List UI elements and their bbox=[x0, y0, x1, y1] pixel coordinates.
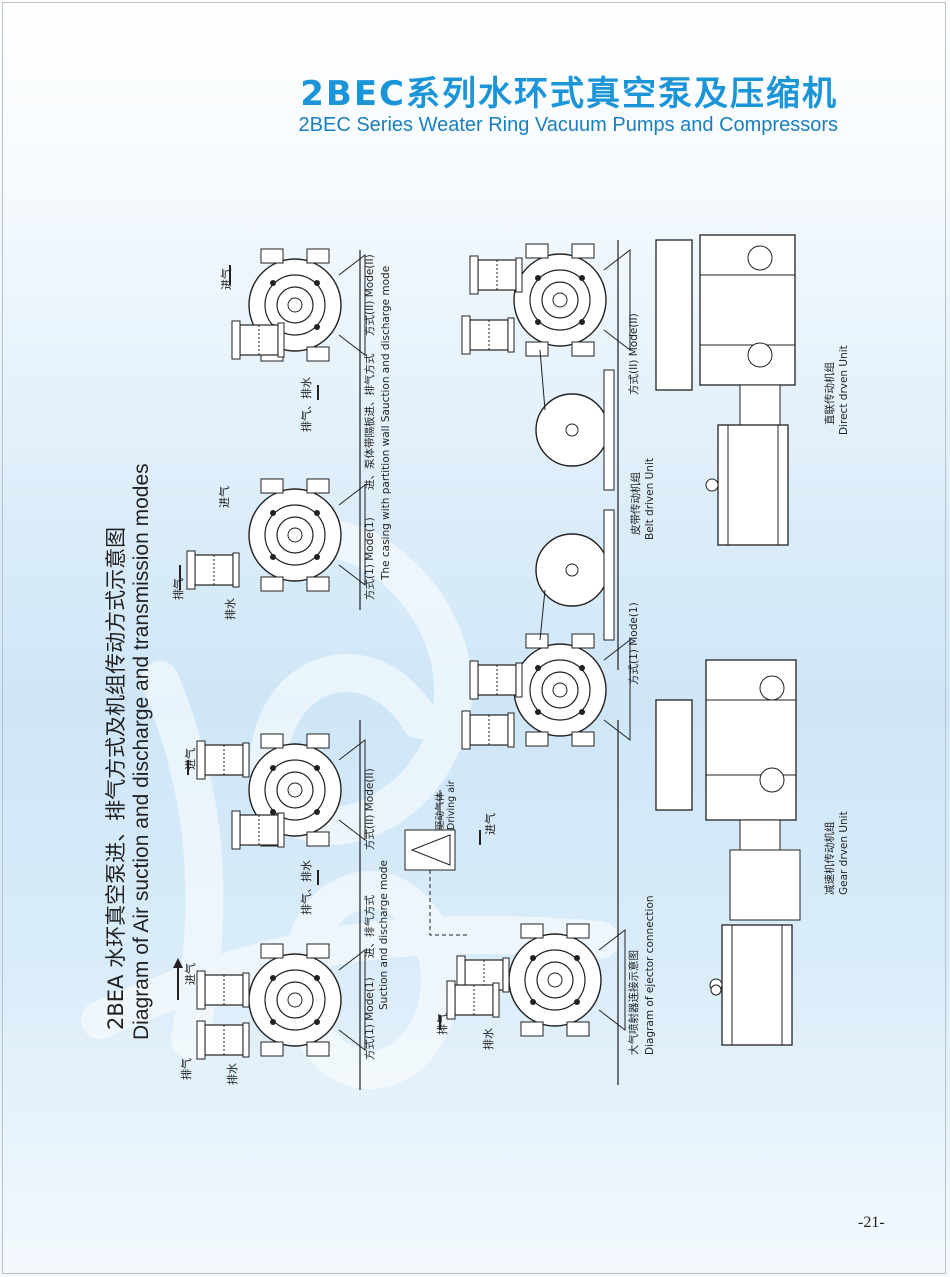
ejector-exhaust-label: 排气 bbox=[436, 1013, 449, 1035]
partition-mode2-label: 方式(II) Mode(II) bbox=[364, 254, 376, 336]
belt-mode2-label: 方式(II) Mode(II) bbox=[628, 313, 640, 395]
suction-inlet-label-2: 进气 bbox=[184, 748, 197, 770]
partition-drain-label: 排水 bbox=[224, 598, 237, 620]
partition-inlet-label-2: 进气 bbox=[220, 268, 233, 290]
ejector-inlet-label: 进气 bbox=[484, 813, 497, 835]
suction-exhaust-label: 排气 bbox=[180, 1058, 193, 1080]
direct-caption-cn: 直联传动机组 bbox=[824, 362, 836, 425]
belt-caption-en: Belt driven Unit bbox=[644, 458, 656, 540]
partition-exhaust-label: 排气 bbox=[172, 578, 185, 600]
ejector-driving-air-cn: 驱动气体 bbox=[435, 791, 446, 830]
direct-drawing bbox=[655, 234, 796, 546]
direct-caption-en: Direct drven Unit bbox=[838, 345, 850, 435]
suction-mode1-label: 方式(1) Mode(1) bbox=[364, 977, 376, 1060]
suction-mode-drawing bbox=[173, 720, 366, 1090]
ejector-driving-air-en: Driving air bbox=[446, 780, 457, 830]
page-title-en: 2BEC Series Weater Ring Vacuum Pumps and… bbox=[298, 114, 838, 136]
page-title-cn: 2BEC系列水环式真空泵及压缩机 bbox=[300, 74, 838, 114]
belt-drawing bbox=[461, 240, 631, 750]
suction-inlet-label: 进气 bbox=[184, 963, 197, 985]
partition-mode1-label: 方式(1) Mode(1) bbox=[364, 517, 376, 600]
belt-mode1-label: 方式(1) Mode(1) bbox=[628, 602, 640, 685]
belt-caption-cn: 皮带传动机组 bbox=[630, 472, 642, 535]
ejector-caption-en: Diagram of ejector connection bbox=[644, 895, 656, 1055]
suction-mode2-label: 方式(II) Mode(II) bbox=[364, 768, 376, 850]
ejector-drawing bbox=[404, 720, 626, 1085]
ejector-caption-cn: 大气喷射器连接示意图 bbox=[628, 950, 640, 1055]
partition-inlet-label: 进气 bbox=[218, 486, 231, 508]
page-number: -21- bbox=[858, 1214, 885, 1231]
partition-caption-cn: 进、泵体带隔板进、排气方式 bbox=[364, 353, 376, 491]
ejector-drain-label: 排水 bbox=[482, 1028, 495, 1050]
gear-drawing bbox=[655, 659, 801, 1046]
gear-caption-en: Gear drven Unit bbox=[838, 811, 850, 895]
gear-caption-cn: 减速机传动机组 bbox=[824, 821, 836, 896]
suction-exhaust-drain-label: 排气、排水 bbox=[300, 860, 313, 915]
suction-caption-cn: 进、排气方式 bbox=[364, 895, 376, 958]
suction-caption-en: Suction and discharge mode bbox=[378, 860, 390, 1010]
partition-mode-drawing bbox=[179, 248, 366, 610]
partition-exhaust-drain-label: 排气、排水 bbox=[300, 377, 313, 432]
partition-caption-en: The casing with partition wall Sauction … bbox=[380, 265, 392, 580]
suction-drain-label: 排水 bbox=[226, 1063, 239, 1085]
